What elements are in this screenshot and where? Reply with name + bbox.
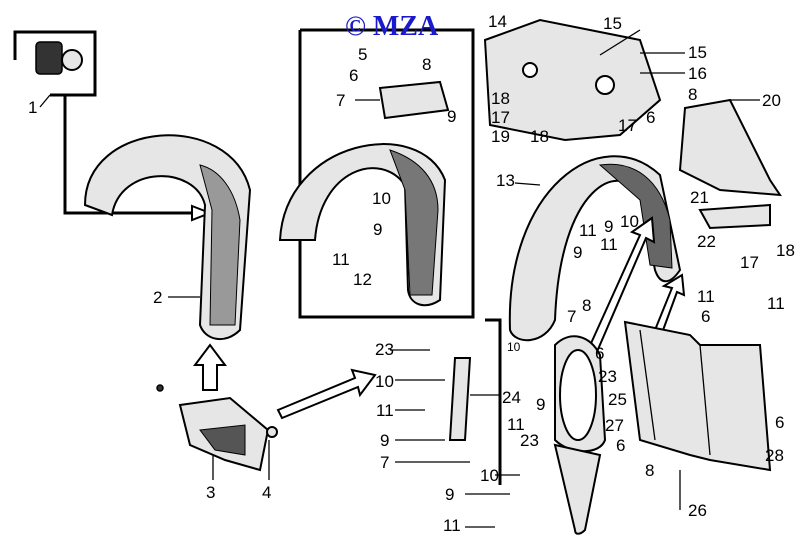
part-2-front-fender: [83, 134, 252, 340]
callout: 17: [618, 116, 637, 135]
callout: 27: [605, 416, 624, 435]
callout: 9: [536, 395, 545, 414]
callout: 8: [688, 85, 697, 104]
callout: 23: [520, 431, 539, 450]
arrow-up: [193, 343, 227, 391]
part-3-bracket: [156, 384, 278, 472]
callout: 13: [496, 171, 515, 190]
callout: 10: [375, 372, 394, 391]
callout: 9: [573, 243, 582, 262]
callout: 14: [488, 12, 507, 31]
callout: 11: [600, 235, 618, 254]
callout: 10: [507, 340, 521, 354]
callout: 24: [502, 388, 521, 407]
callout: 20: [762, 91, 781, 110]
callout: 2: [153, 288, 162, 307]
callout: 11: [579, 221, 597, 240]
callout: 8: [422, 55, 431, 74]
callout: 18: [530, 127, 549, 146]
callout: 15: [688, 43, 707, 62]
callout: 10: [620, 212, 639, 231]
part-1-mount-box: [13, 30, 213, 222]
part-26-number-plate: [623, 320, 772, 472]
leader-lines: [39, 52, 760, 528]
callout: 6: [701, 307, 710, 326]
callout: 9: [445, 485, 454, 504]
part-14-plate: [483, 18, 662, 142]
callout: 10: [372, 189, 391, 208]
callout: 21: [690, 188, 709, 207]
callout: 9: [447, 107, 456, 126]
callout: 6: [349, 66, 358, 85]
callout: 8: [582, 296, 591, 315]
callout: 4: [262, 483, 271, 502]
callout: 9: [604, 217, 613, 236]
callout: 19: [491, 127, 510, 146]
part-20-bracket: [678, 98, 782, 230]
callout: 12: [353, 270, 372, 289]
callout: 11: [443, 516, 461, 535]
callout: 25: [608, 390, 627, 409]
callout: 26: [688, 501, 707, 520]
callout: 11: [697, 287, 715, 306]
callout: 7: [567, 307, 576, 326]
callout: 3: [206, 483, 215, 502]
callout: 9: [373, 220, 382, 239]
callout: 18: [491, 89, 510, 108]
callout: 28: [765, 446, 784, 465]
callout: 16: [688, 64, 707, 83]
callout: 7: [380, 453, 389, 472]
callout: 22: [697, 232, 716, 251]
callout: 11: [332, 250, 350, 269]
callout: 23: [375, 340, 394, 359]
arrow-up-right: [653, 273, 686, 335]
mza-watermark: © MZA: [345, 11, 439, 42]
callout: 6: [595, 344, 604, 363]
callout: 6: [616, 436, 625, 455]
callout: 8: [645, 461, 654, 480]
callout: 11: [767, 294, 785, 313]
part-12-rear-fender: [278, 80, 450, 307]
callout: 11: [376, 401, 394, 420]
callout: 17: [740, 253, 759, 272]
callout: 6: [646, 108, 655, 127]
callout: 9: [380, 431, 389, 450]
callout: 15: [603, 14, 622, 33]
callout: 17: [491, 108, 510, 127]
part-13-rear-fender: [508, 155, 682, 342]
callout: 23: [598, 367, 617, 386]
callout: 10: [480, 466, 499, 485]
arrow-long: [276, 368, 377, 420]
arrow-diagonal: [586, 216, 656, 356]
callout-labels: 1 2 3 4 5 6 7 8 9 10 11 9 12 13 14 15 15…: [28, 12, 795, 535]
part-24-strap: [448, 318, 502, 485]
callout: 11: [507, 415, 525, 434]
part-25-plate-holder: [553, 335, 607, 535]
callout: 18: [776, 241, 795, 260]
callout: 5: [358, 45, 367, 64]
callout: 1: [28, 98, 37, 117]
callout: 7: [336, 91, 345, 110]
callout: 6: [775, 413, 784, 432]
